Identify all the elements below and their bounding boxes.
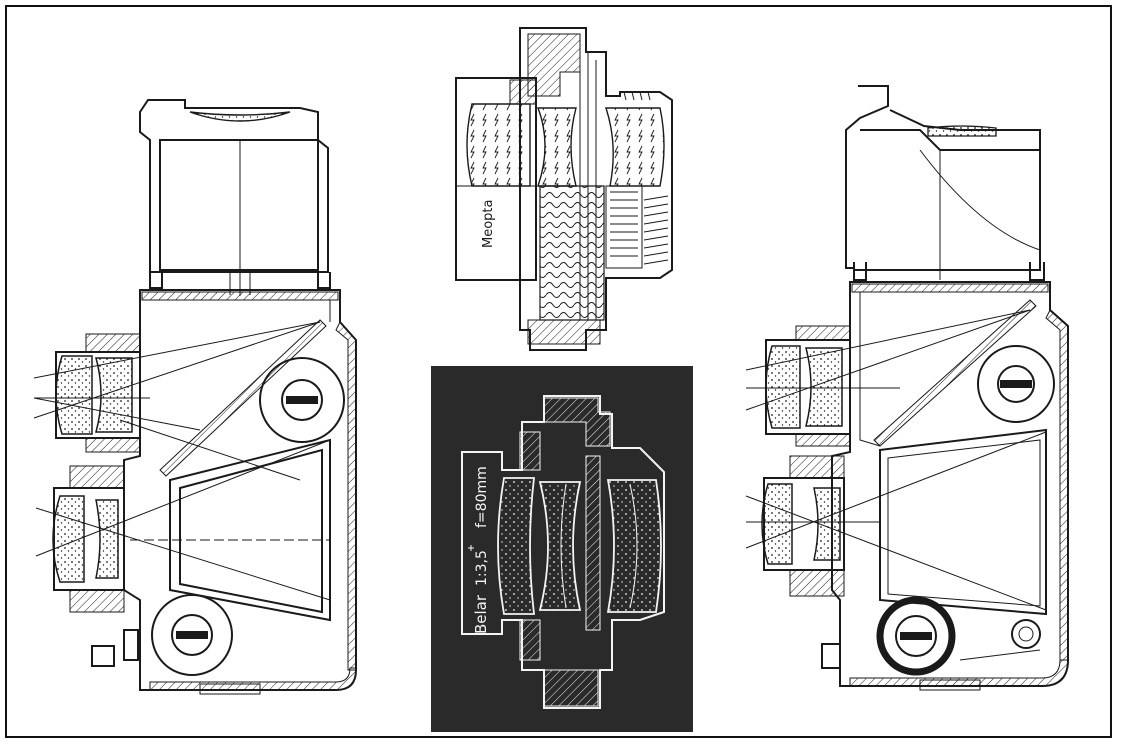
bottom-lens-section: Belar 1:3,5 f=80mm [431, 366, 693, 732]
top-lens-section: Meopta [455, 27, 673, 351]
bottom-lens-aperture-label: 1:3,5 [474, 550, 490, 586]
left-camera-section [33, 99, 357, 695]
right-viewfinder-hood [845, 85, 1045, 281]
bottom-lens-brand-label: Belar [472, 594, 490, 634]
right-camera-body [745, 281, 1069, 691]
left-camera-body [33, 289, 357, 695]
right-camera-section [745, 85, 1069, 691]
bottom-lens-focal-label: f=80mm [474, 466, 490, 528]
left-viewfinder-hood [139, 99, 331, 296]
top-lens-brand-label: Meopta [481, 200, 496, 248]
